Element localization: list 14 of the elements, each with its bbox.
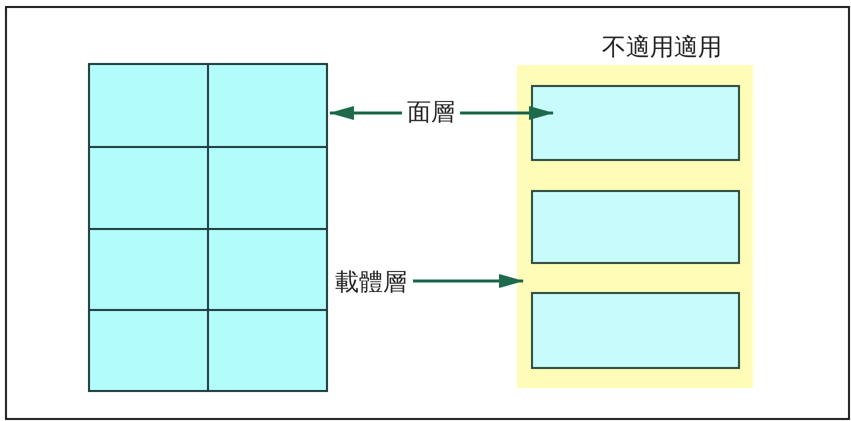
layer-label: 載體層 — [333, 267, 409, 297]
panel-heading: 不適用適用 — [602, 32, 722, 62]
grid-cell — [88, 228, 209, 311]
grid-cell — [207, 146, 328, 230]
grid-cell — [207, 309, 328, 392]
grid-cell — [88, 146, 209, 230]
strip-box — [531, 292, 740, 369]
strip-box — [531, 190, 740, 264]
grid-cell — [207, 63, 328, 148]
grid-cell — [88, 309, 209, 392]
grid-cell — [88, 63, 209, 148]
arrow — [413, 274, 524, 288]
grid-cell — [207, 228, 328, 311]
strip-box — [531, 85, 740, 161]
